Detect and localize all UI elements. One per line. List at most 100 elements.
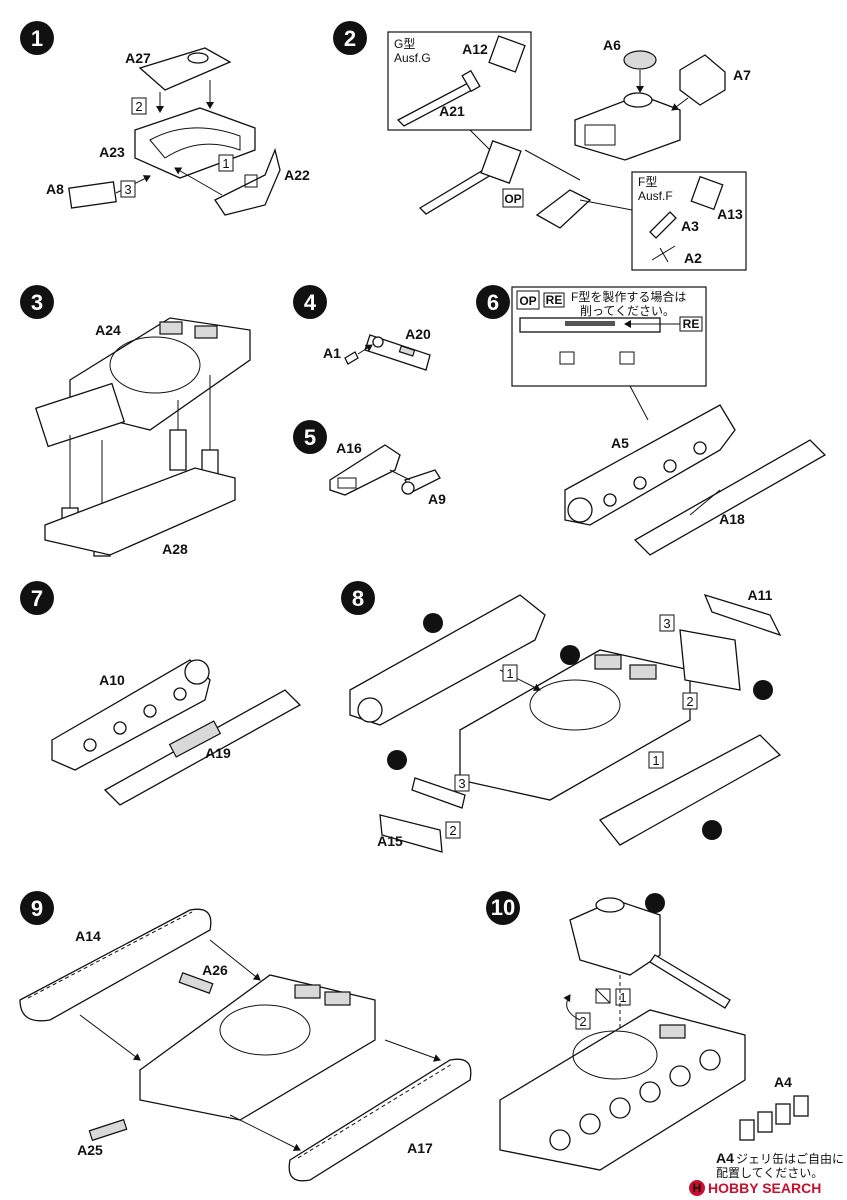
part-a3 (649, 211, 677, 239)
order-1: 1 (222, 156, 229, 171)
order-10-1: 1 (619, 990, 626, 1005)
label-a9: A9 (428, 491, 446, 507)
part-a26 (178, 972, 214, 994)
part-a4-can-3 (775, 1103, 791, 1125)
note-a4-part: A4 (716, 1150, 734, 1166)
label-a7: A7 (733, 67, 751, 83)
step-2-number: 2 (344, 26, 356, 51)
part-a4-can-1 (739, 1119, 755, 1141)
order-3: 3 (124, 182, 131, 197)
variant-f-jp: F型 (638, 175, 657, 189)
part-a12 (488, 35, 526, 73)
step-8-number: 8 (352, 586, 364, 611)
order-10-2: 2 (579, 1014, 586, 1029)
part-a14 (19, 908, 212, 1022)
step-7-badge (20, 581, 54, 615)
note-re-badge: RE (546, 293, 563, 307)
label-a28: A28 (162, 541, 188, 557)
part-a25 (88, 1118, 128, 1142)
order-8-3a: 3 (458, 776, 465, 791)
step-5: 5 A16 A9 (293, 420, 446, 507)
ref-3: 3 (567, 649, 574, 663)
label-a6: A6 (603, 37, 621, 53)
label-a15: A15 (377, 833, 403, 849)
part-a19 (103, 689, 302, 806)
step-4: 4 A20 A1 (293, 285, 431, 371)
label-a19: A19 (205, 745, 231, 761)
step-4-number: 4 (304, 290, 317, 315)
label-a20: A20 (405, 326, 431, 342)
step-10-badge (486, 891, 520, 925)
step-5-number: 5 (304, 425, 316, 450)
order-8-1a: 1 (506, 666, 513, 681)
part-a1 (344, 351, 359, 365)
variant-g-jp: G型 (394, 37, 415, 51)
step-2: 2 G型 Ausf.G A12 A21 OP A6 A7 F型 Au (333, 21, 751, 271)
step-9: 9 A14 A26 A25 A17 (19, 891, 472, 1182)
part-a6 (623, 50, 657, 70)
label-a16: A16 (336, 440, 362, 456)
part-a28 (44, 467, 236, 556)
variant-f-en: Ausf.F (638, 189, 673, 203)
label-a13: A13 (717, 206, 743, 222)
label-a3: A3 (681, 218, 699, 234)
part-a8 (68, 181, 117, 209)
step-1: 1 A27 A23 A22 A8 2 1 3 (20, 21, 310, 216)
step-4-badge (293, 285, 327, 319)
step-7: 7 A10 A19 (20, 581, 302, 806)
order-8-3b: 3 (663, 616, 670, 631)
hull-step10 (499, 1009, 746, 1171)
label-a4: A4 (774, 1074, 792, 1090)
note-text-line2: 削ってください。 (580, 304, 675, 318)
ref-step10-2: 2 (652, 897, 659, 911)
step-10: 10 2 1 2 A4 A4 ジェリ缶はご自由に 配置してくださ (486, 891, 844, 1180)
label-a21: A21 (439, 103, 465, 119)
part-a22 (214, 147, 281, 216)
ref-4: 4 (394, 754, 401, 768)
step-9-badge (20, 891, 54, 925)
step-6-badge (476, 285, 510, 319)
step-1-badge (20, 21, 54, 55)
watermark-text: HOBBY SEARCH (708, 1180, 821, 1196)
part-a16 (329, 444, 401, 496)
step-3-badge (20, 285, 54, 319)
label-a14: A14 (75, 928, 101, 944)
step-6-number: 6 (487, 290, 499, 315)
step-3: 3 A24 A28 (20, 285, 251, 557)
variant-f-box (631, 171, 747, 271)
label-a11: A11 (748, 587, 773, 603)
variant-g-en: Ausf.G (394, 51, 431, 65)
label-a25: A25 (77, 1142, 103, 1158)
step-8: 8 7 3 A11 5 4 A15 6 1 3 (341, 581, 782, 853)
part-a17 (288, 1058, 472, 1182)
part-a13 (690, 175, 724, 211)
watermark-logo: H (693, 1181, 702, 1195)
step-8-badge (341, 581, 375, 615)
label-a18: A18 (719, 511, 745, 527)
step-7-number: 7 (31, 586, 43, 611)
op-badge: OP (504, 192, 521, 206)
watermark: H HOBBY SEARCH (689, 1180, 821, 1196)
part-a11 (703, 593, 782, 637)
label-a12: A12 (462, 41, 488, 57)
part-a4-can-4 (793, 1095, 809, 1117)
note-re2-badge: RE (683, 317, 700, 331)
step-9-number: 9 (31, 896, 43, 921)
label-a1: A1 (323, 345, 341, 361)
label-a8: A8 (46, 181, 64, 197)
step-6: 6 OP RE F型を製作する場合は 削ってください。 RE A5 A18 (476, 285, 827, 556)
note-op-badge: OP (519, 294, 536, 308)
part-a27 (138, 47, 232, 91)
ref-7: 7 (430, 617, 437, 631)
step-5-badge (293, 420, 327, 454)
part-a4-can-2 (757, 1111, 773, 1133)
label-a5: A5 (611, 435, 629, 451)
label-a17: A17 (407, 1140, 433, 1156)
note-a4-line1: ジェリ缶はご自由に (736, 1151, 844, 1166)
part-a2 (651, 245, 676, 263)
ref-6: 6 (709, 824, 716, 838)
label-a23: A23 (99, 144, 125, 160)
label-a2: A2 (684, 250, 702, 266)
part-a7 (679, 54, 726, 106)
